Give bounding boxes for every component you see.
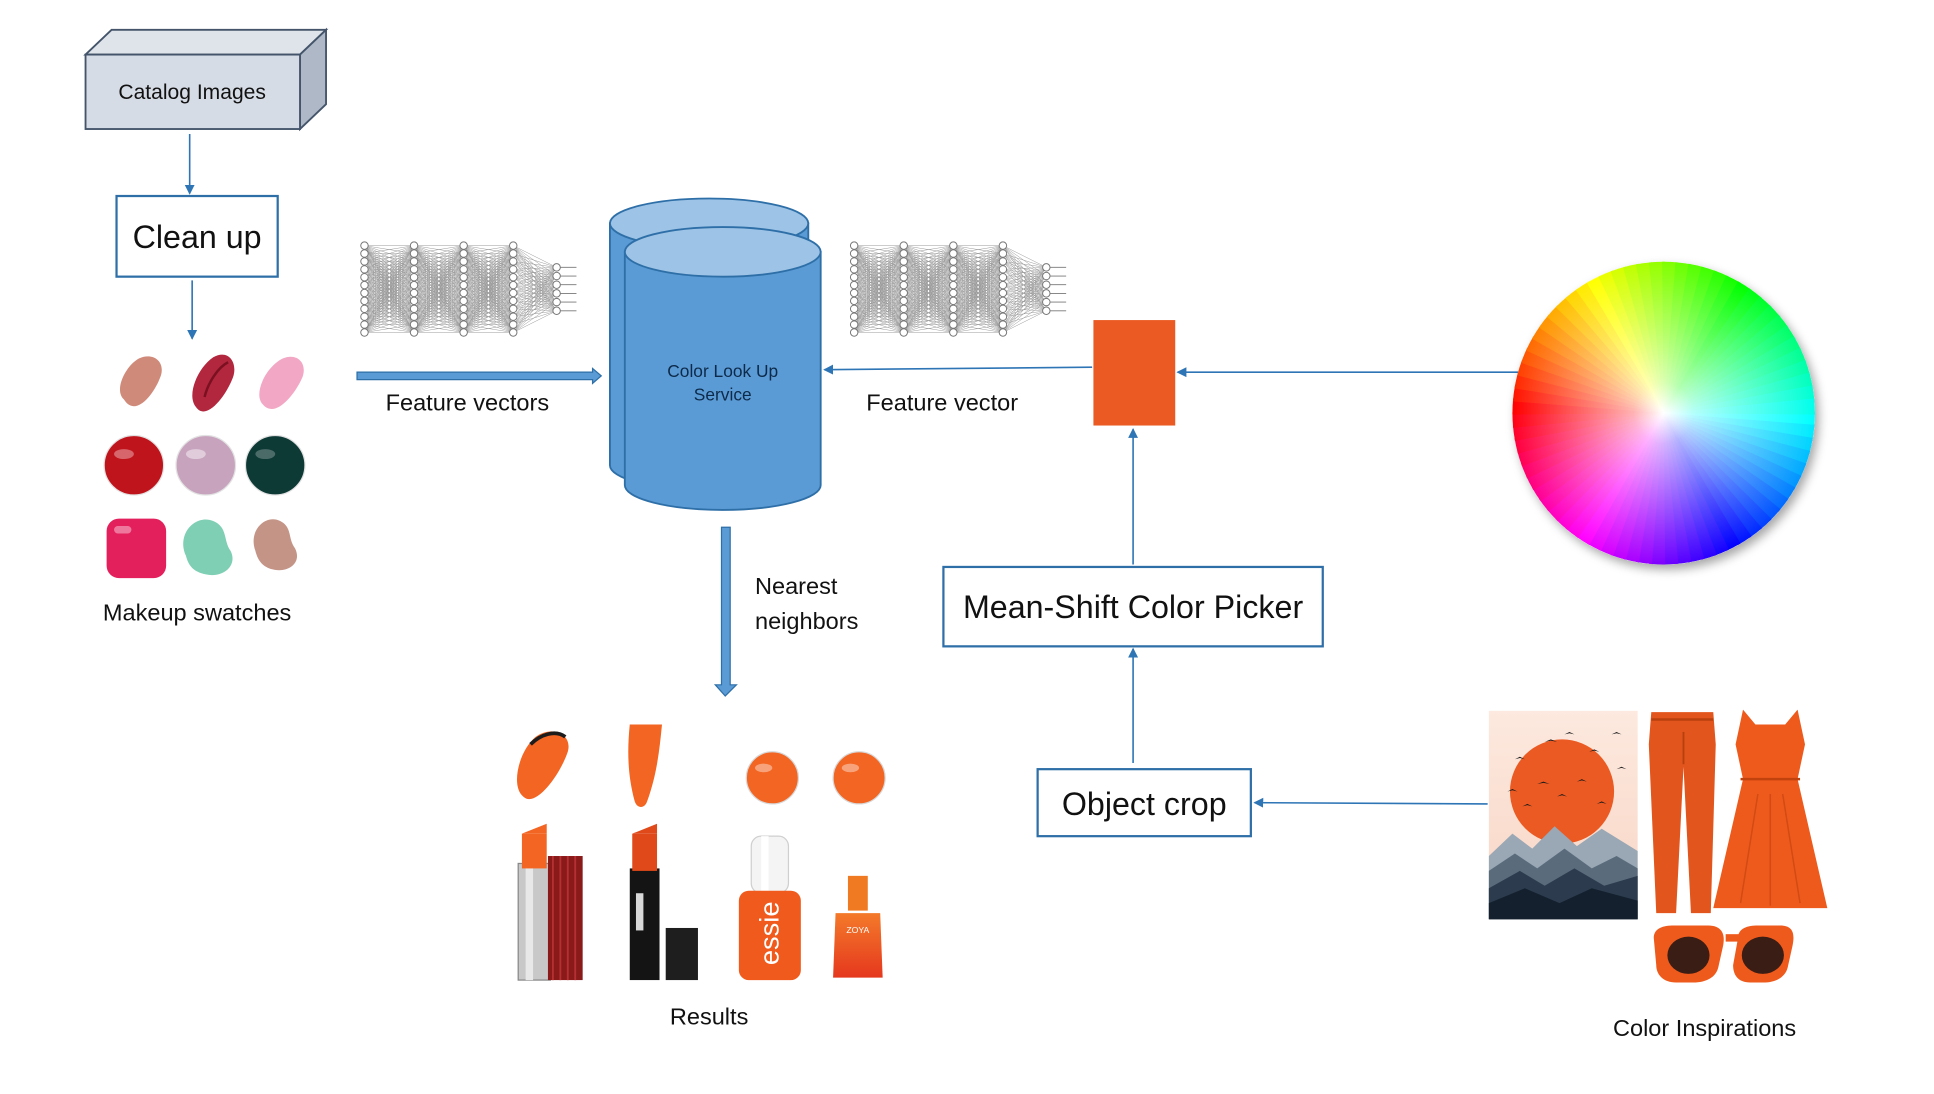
results-label: Results [670,1004,749,1030]
essie-brand-label: essie [754,902,785,966]
swatch-dot-dark-green [245,435,305,495]
catalog-images-label: Catalog Images [118,81,266,104]
result-dot-2 [833,752,885,804]
color-lookup-service-db: Color Look Up Service [610,198,821,509]
results-products: essie ZOYA [517,725,885,981]
makeup-swatches [104,355,305,579]
neural-network-left [361,242,577,336]
nearest-neighbors-arrow [715,527,736,696]
inspiration-orange-dress [1713,710,1827,908]
inspiration-orange-sunglasses [1654,925,1794,982]
catalog-images-node: Catalog Images [86,30,327,129]
swatch-dot-lilac [176,435,236,495]
result-polish-essie: essie [739,836,801,980]
nearest-label-line2: neighbors [755,608,858,634]
feature-vector-label: Feature vector [866,390,1018,416]
swatch-blob-mint [183,519,232,575]
swatch-dot-red [104,435,164,495]
result-smear-2 [628,725,662,807]
swatch-blob-taupe [254,519,297,570]
color-inspirations-label: Color Inspirations [1613,1015,1796,1041]
feature-vectors-arrow [357,368,601,383]
result-lipstick-1 [518,824,582,980]
feature-vectors-label: Feature vectors [386,390,550,416]
db-label-line1: Color Look Up [667,361,778,381]
result-smear-1 [517,731,569,799]
mean-shift-node: Mean-Shift Color Picker [943,567,1322,646]
object-crop-label: Object crop [1062,786,1227,822]
inspiration-orange-pants [1649,712,1716,913]
swatch-smear-1 [120,356,162,406]
inspiration-sunset-poster [1489,711,1638,919]
clean-up-node: Clean up [117,196,278,277]
makeup-swatches-label: Makeup swatches [103,599,291,625]
clean-up-label: Clean up [133,219,262,255]
nearest-label-line1: Nearest [755,573,838,599]
result-dot-1 [746,752,798,804]
zoya-brand-label: ZOYA [846,925,869,935]
swatch-smear-2 [192,355,234,412]
neural-network-right [850,242,1066,336]
color-wheel [1512,262,1814,565]
picked-color-swatch [1093,320,1175,425]
result-lipstick-2 [630,824,698,980]
arrow-inspirations-to-crop [1255,803,1488,804]
swatch-smear-3 [259,357,303,409]
mean-shift-label: Mean-Shift Color Picker [963,589,1304,625]
arrow-swatch-to-db [824,367,1092,369]
result-polish-zoya: ZOYA [833,876,883,978]
object-crop-node: Object crop [1038,769,1251,836]
db-label-line2: Service [694,385,752,405]
